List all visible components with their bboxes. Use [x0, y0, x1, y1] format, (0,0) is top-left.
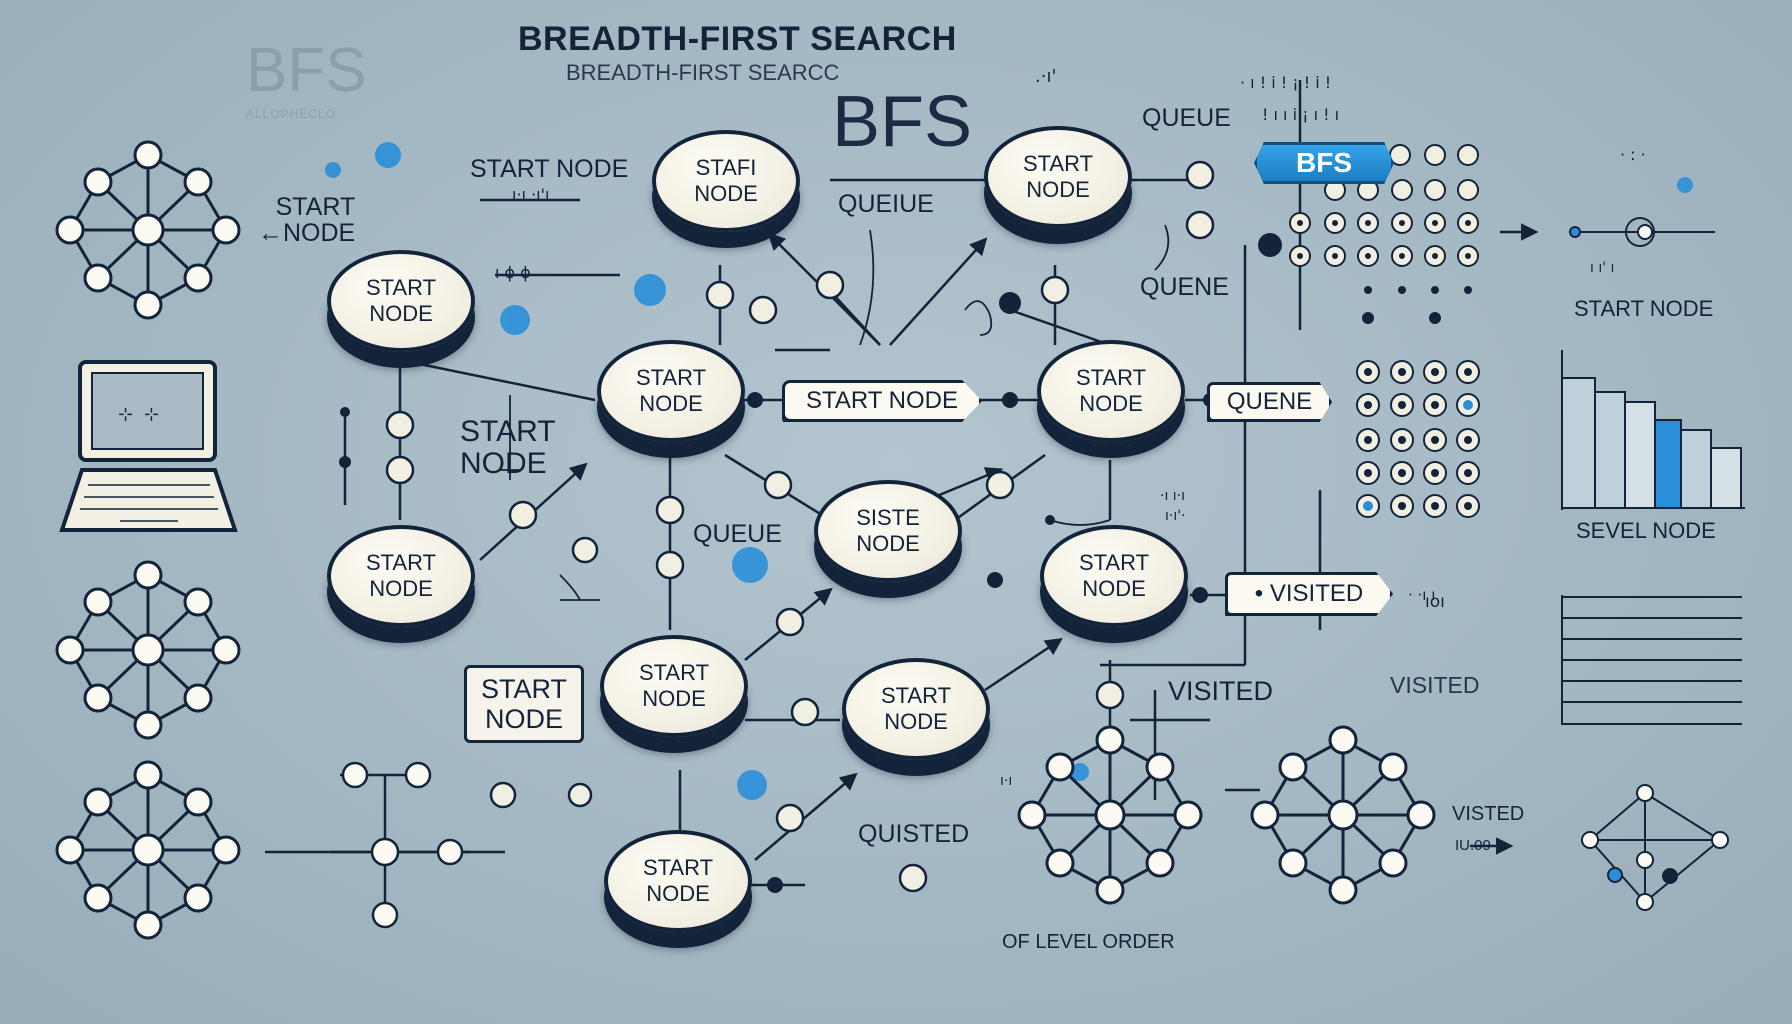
bfs-heading: BFS — [832, 82, 973, 162]
graph-node[interactable]: SISTE NODE — [814, 480, 962, 582]
svg-text:ı·ı ·ı'ı: ı·ı ·ı'ı — [512, 185, 549, 204]
node-label: START NODE — [365, 275, 437, 326]
node-label: START NODE — [365, 550, 437, 601]
node-label: START NODE — [1075, 365, 1147, 416]
node-label: START NODE — [635, 365, 707, 416]
queue-matrix — [1289, 144, 1479, 267]
visited-grid-dots — [1364, 368, 1472, 510]
node-label: START NODE — [880, 683, 952, 734]
level-order-label: OF LEVEL ORDER — [1002, 931, 1175, 953]
graph-network-nodes — [55, 140, 1436, 940]
mini-graph-icon — [1581, 784, 1729, 911]
node-label: START NODE — [638, 660, 710, 711]
visited-grid — [1356, 360, 1480, 518]
lined-panel-icon — [1561, 595, 1742, 725]
bar-chart-icon — [1561, 350, 1745, 510]
bfs-ghost-logo: BFS — [246, 36, 367, 105]
svg-text:ıoı: ıoı — [1425, 592, 1445, 612]
visited-right-label: VISITED — [1390, 672, 1480, 698]
svg-text:ı·ı: ı·ı — [1000, 773, 1012, 789]
visited-grid-accents — [1363, 400, 1473, 511]
graph-node[interactable]: STAFI NODE — [652, 130, 800, 232]
queue-mid-label: QUEIUE — [838, 190, 934, 218]
queue-lower-label: QUEUE — [693, 520, 782, 548]
svg-text:⊹ ⊹: ⊹ ⊹ — [118, 404, 159, 425]
accent-blobs — [325, 142, 1693, 800]
decorative-curves — [500, 224, 1170, 601]
graph-node[interactable]: START NODE — [597, 340, 745, 442]
node-label: SISTE NODE — [856, 505, 920, 556]
graph-node[interactable]: START NODE — [327, 250, 475, 352]
graph-node[interactable]: START NODE — [1040, 525, 1188, 627]
page-subtitle: BREADTH-FIRST SEARCC — [566, 60, 840, 85]
graph-node[interactable]: START NODE — [1037, 340, 1185, 442]
sevel-node-label: SEVEL NODE — [1576, 518, 1716, 543]
graph-node[interactable]: START NODE — [604, 830, 752, 932]
start-node-label: START NODE — [470, 155, 629, 183]
svg-text:ı ı' ı: ı ı' ı — [1590, 260, 1614, 276]
small-tree-icon — [330, 761, 470, 929]
svg-text:· : ·: · : · — [1620, 145, 1646, 164]
start-node-box: START NODE — [464, 665, 584, 743]
visited-small-label: VISTED — [1452, 803, 1525, 825]
svg-text:· ı ! i ! ¡ ! i !: · ı ! i ! ¡ ! i ! — [1240, 73, 1331, 92]
edge-markers — [385, 160, 1215, 893]
ghost-caption: ALLOPHECLO — [246, 107, 337, 121]
laptop-icon: ⊹ ⊹ — [59, 360, 238, 532]
start-node-far-label: START NODE — [1574, 296, 1714, 321]
queue-label: QUEUE — [1142, 104, 1231, 132]
node-label: START NODE — [1022, 151, 1094, 202]
arrows — [479, 223, 1539, 861]
visited-small-sub: IU.09 → — [1455, 837, 1511, 854]
svg-text:ı ɸ ɸ: ı ɸ ɸ — [495, 263, 531, 282]
start-node-left-label: START ←NODE — [258, 193, 356, 247]
graph-node[interactable]: START NODE — [842, 658, 990, 760]
queue-matrix-dots — [1297, 220, 1472, 324]
svg-text:.·ı': .·ı' — [1035, 66, 1056, 87]
svg-text:ı·ı'·: ı·ı'· — [1165, 508, 1186, 524]
queue-right-label: QUENE — [1140, 273, 1229, 301]
graph-node[interactable]: START NODE — [327, 525, 475, 627]
queue-pill[interactable]: QUENE — [1207, 382, 1332, 422]
node-label: STAFI NODE — [694, 155, 758, 206]
visited-pill[interactable]: • VISITED — [1225, 572, 1393, 616]
visited-label: VISITED — [1168, 676, 1274, 706]
graph-node[interactable]: START NODE — [600, 635, 748, 737]
start-node-pill[interactable]: START NODE — [782, 380, 982, 422]
svg-text:·ı ı·ı: ·ı ı·ı — [1160, 488, 1185, 504]
svg-text:· ·ı ı: · ·ı ı — [1408, 586, 1435, 604]
mini-graph-top-icon — [1569, 217, 1715, 247]
page-title: BREADTH-FIRST SEARCH — [518, 20, 957, 58]
svg-text:! ı ı i ¡ ı ! ı: ! ı ı i ¡ ı ! ı — [1262, 105, 1339, 124]
quisted-label: QUISTED — [858, 820, 970, 848]
node-label: START NODE — [642, 855, 714, 906]
bfs-badge[interactable]: BFS — [1254, 142, 1394, 184]
node-label: START NODE — [1078, 550, 1150, 601]
start-node-mid-label: START NODE — [460, 415, 556, 480]
decorative-glyphs: · ı ! i ! ¡ ! i ! ! ı ı i ¡ ı ! ı .·ı' ı… — [495, 66, 1646, 789]
graph-node[interactable]: START NODE — [984, 126, 1132, 228]
